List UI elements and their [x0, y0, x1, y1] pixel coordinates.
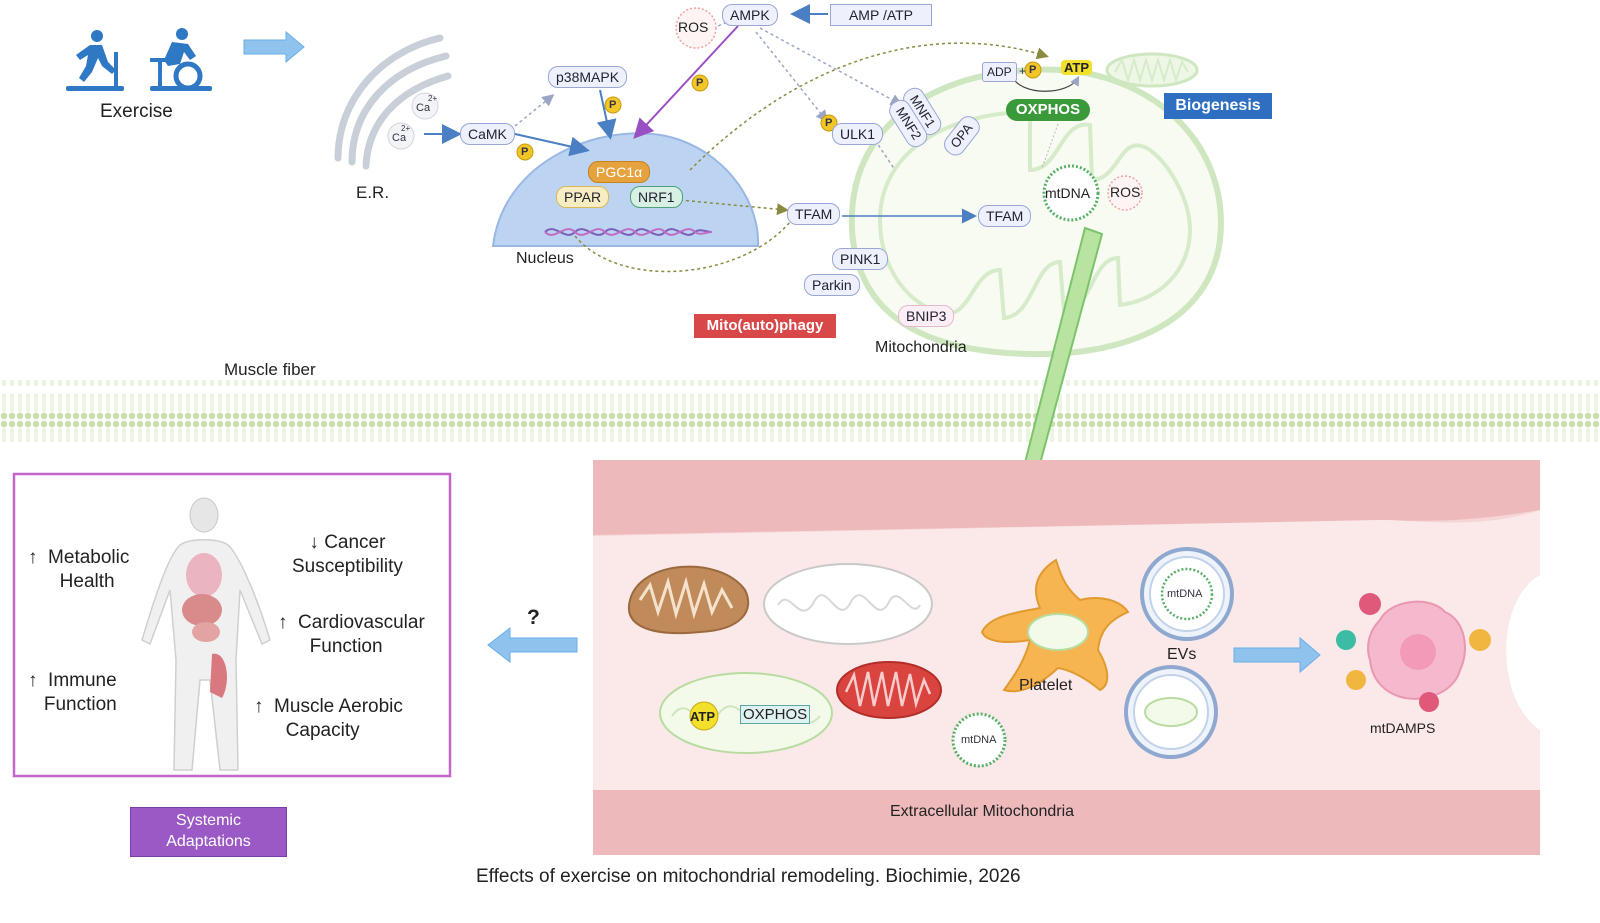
ros-mito-label: ROS: [1110, 184, 1141, 200]
er-icon: [334, 34, 452, 170]
mitochondria-label: Mitochondria: [875, 339, 967, 356]
oxphos-vessel-label: OXPHOS: [740, 705, 811, 724]
damaged-mitochondrion-icon: [627, 565, 750, 635]
atp-burst: [689, 701, 719, 731]
parkin-node: Parkin: [804, 274, 860, 296]
atp-top-label: ATP: [1061, 60, 1093, 75]
oxphos-top-tag: OXPHOS: [1006, 99, 1090, 121]
systemic-arrow: [487, 626, 578, 664]
platelet-label: Platelet: [1019, 677, 1073, 694]
mtdna-top-label: mtDNA: [1045, 185, 1091, 201]
ulk1-node: ULK1: [832, 123, 884, 145]
adp-node: ADP: [982, 62, 1017, 82]
nucleus-shape: [491, 132, 760, 247]
tfam-inner-node: TFAM: [978, 205, 1032, 227]
phospho-3: P: [696, 77, 704, 89]
ca-charge-1: 2+: [428, 94, 438, 103]
p38mapk-node: p38MAPK: [548, 66, 628, 88]
mtdamps-label: mtDAMPS: [1370, 720, 1436, 736]
atp-vessel-label: ATP: [690, 709, 716, 724]
question-mark: ?: [527, 606, 540, 629]
free-mtdna-label: mtDNA: [961, 734, 997, 746]
nrf1-node: NRF1: [630, 186, 683, 208]
red-mitochondrion-icon: [836, 661, 942, 719]
exercise-arrow: [243, 30, 305, 64]
muscle-fiber-membrane: [0, 380, 1600, 442]
effect-cancer-susceptibility: ↓ Cancer Susceptibility: [292, 532, 403, 577]
extracellular-vesicle-icon: [1124, 547, 1234, 759]
effect-muscle-aerobic-capacity: ↑ Muscle Aerobic Capacity: [254, 696, 403, 741]
phospho-1: P: [521, 146, 529, 158]
figure-caption: Effects of exercise on mitochondrial rem…: [476, 866, 1021, 887]
pgc1a-node: PGC1α: [588, 161, 651, 183]
muscle-fiber-label: Muscle fiber: [224, 360, 316, 379]
effect-immune-function: ↑ Immune Function: [28, 670, 117, 715]
extracellular-mitochondria-label: Extracellular Mitochondria: [890, 803, 1075, 820]
ev-mtdna-label: mtDNA: [1167, 588, 1203, 600]
phospho-2: P: [609, 99, 617, 111]
phospho-4: P: [825, 117, 833, 129]
human-body-icon: [141, 497, 271, 771]
amp-atp-node: AMP /ATP: [830, 4, 932, 26]
nucleus-label: Nucleus: [516, 250, 574, 267]
er-label: E.R.: [356, 183, 390, 202]
mitophagy-tag: Mito(auto)phagy: [694, 314, 836, 338]
exercise-bike-icon: [150, 28, 212, 91]
empty-mitochondrion-icon: [763, 563, 933, 645]
camk-node: CaMK: [460, 123, 515, 145]
plus-sign: +: [1019, 64, 1027, 78]
tfam-outer-node: TFAM: [787, 203, 841, 225]
bnip3-node: BNIP3: [898, 305, 955, 327]
ampk-node: AMPK: [722, 4, 778, 26]
biogenesis-tag: Biogenesis: [1164, 93, 1272, 119]
effect-metabolic-health: ↑ Metabolic Health: [28, 547, 130, 592]
small-mitochondrion-icon: [1105, 52, 1199, 88]
mtdamps-icon: [1336, 593, 1491, 712]
ppar-node: PPAR: [556, 186, 610, 208]
free-mtdna-icon: [951, 712, 1007, 768]
platelet-icon: [980, 558, 1130, 693]
evs-label: EVs: [1167, 646, 1197, 663]
systemic-adaptations-tag: Systemic Adaptations: [130, 807, 287, 857]
ca-ion-1: Ca: [416, 102, 431, 114]
phospho-5: P: [1029, 64, 1037, 76]
treadmill-runner-icon: [66, 30, 124, 91]
ros-top-label: ROS: [678, 19, 709, 35]
pink1-node: PINK1: [832, 248, 889, 270]
damps-arrow: [1233, 636, 1321, 674]
ca-charge-2: 2+: [401, 124, 411, 133]
exercise-label: Exercise: [100, 101, 173, 122]
effect-cardiovascular-function: ↑ Cardiovascular Function: [278, 612, 425, 657]
ca-ion-2: Ca: [392, 132, 407, 144]
